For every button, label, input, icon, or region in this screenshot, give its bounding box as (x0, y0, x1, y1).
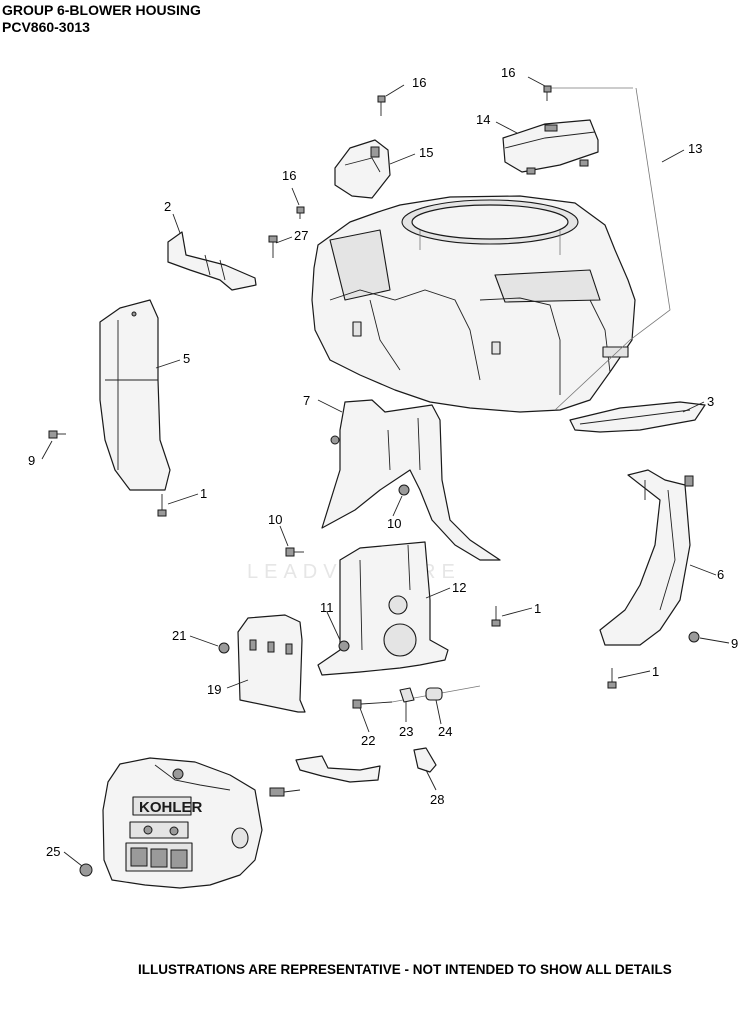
part-2-bracket (167, 231, 257, 291)
model-number: PCV860-3013 (2, 19, 90, 35)
leader-lines (41, 76, 730, 867)
footer-disclaimer: ILLUSTRATIONS ARE REPRESENTATIVE - NOT I… (138, 962, 672, 977)
callout-28: 28 (430, 792, 444, 807)
kohler-cover: KOHLER (102, 757, 263, 889)
part-23-washer (399, 687, 415, 703)
callout-22: 22 (361, 733, 375, 748)
callout-16: 16 (282, 168, 296, 183)
callout-3: 3 (707, 394, 714, 409)
fastener-1-left (157, 494, 167, 517)
fastener-25 (79, 863, 93, 877)
callout-21: 21 (172, 628, 186, 643)
mounting-bracket (269, 755, 381, 797)
callout-16: 16 (501, 65, 515, 80)
fastener-16-left (296, 206, 305, 219)
part-14-cover (502, 119, 599, 175)
callout-1: 1 (200, 486, 207, 501)
part-13-blower-housing (311, 87, 671, 413)
fastener-27 (268, 235, 278, 258)
callout-5: 5 (183, 351, 190, 366)
part-24-spacer (425, 687, 443, 701)
callout-19: 19 (207, 682, 221, 697)
callout-13: 13 (688, 141, 702, 156)
fastener-16-right (543, 85, 552, 101)
fastener-1-right (607, 668, 617, 689)
callout-6: 6 (717, 567, 724, 582)
callout-labels: 16 16 14 15 13 16 2 27 5 9 7 3 1 10 10 1… (28, 65, 738, 859)
callout-1: 1 (652, 664, 659, 679)
callout-1: 1 (534, 601, 541, 616)
callout-10: 10 (387, 516, 401, 531)
fastener-16-top (377, 95, 386, 116)
callout-14: 14 (476, 112, 490, 127)
part-12-bracket (317, 541, 449, 676)
part-6-right-shield (599, 469, 694, 646)
callout-2: 2 (164, 199, 171, 214)
part-5-side-shield (99, 299, 171, 491)
part-15-cover (334, 139, 391, 199)
fastener-9-right (688, 631, 700, 643)
callout-23: 23 (399, 724, 413, 739)
kohler-logo: KOHLER (139, 799, 203, 816)
callout-24: 24 (438, 724, 452, 739)
group-title: GROUP 6-BLOWER HOUSING (2, 2, 201, 18)
callout-11: 11 (320, 600, 334, 615)
part-28-bracket (413, 747, 437, 773)
fastener-10 (285, 547, 304, 557)
callout-27: 27 (294, 228, 308, 243)
part-22-bolt (352, 685, 481, 709)
fastener-9-left (48, 430, 66, 439)
fastener-21 (218, 642, 230, 654)
callout-15: 15 (419, 145, 433, 160)
fastener-1-middle (491, 606, 501, 627)
callout-9: 9 (731, 636, 738, 651)
part-19-plate (237, 614, 306, 713)
callout-12: 12 (452, 580, 466, 595)
callout-16: 16 (412, 75, 426, 90)
callout-9: 9 (28, 453, 35, 468)
callout-7: 7 (303, 393, 310, 408)
part-7-baffle (321, 399, 501, 561)
part-3-strip (569, 401, 706, 433)
callout-25: 25 (46, 844, 60, 859)
callout-10: 10 (268, 512, 282, 527)
fastener-11 (338, 640, 350, 652)
